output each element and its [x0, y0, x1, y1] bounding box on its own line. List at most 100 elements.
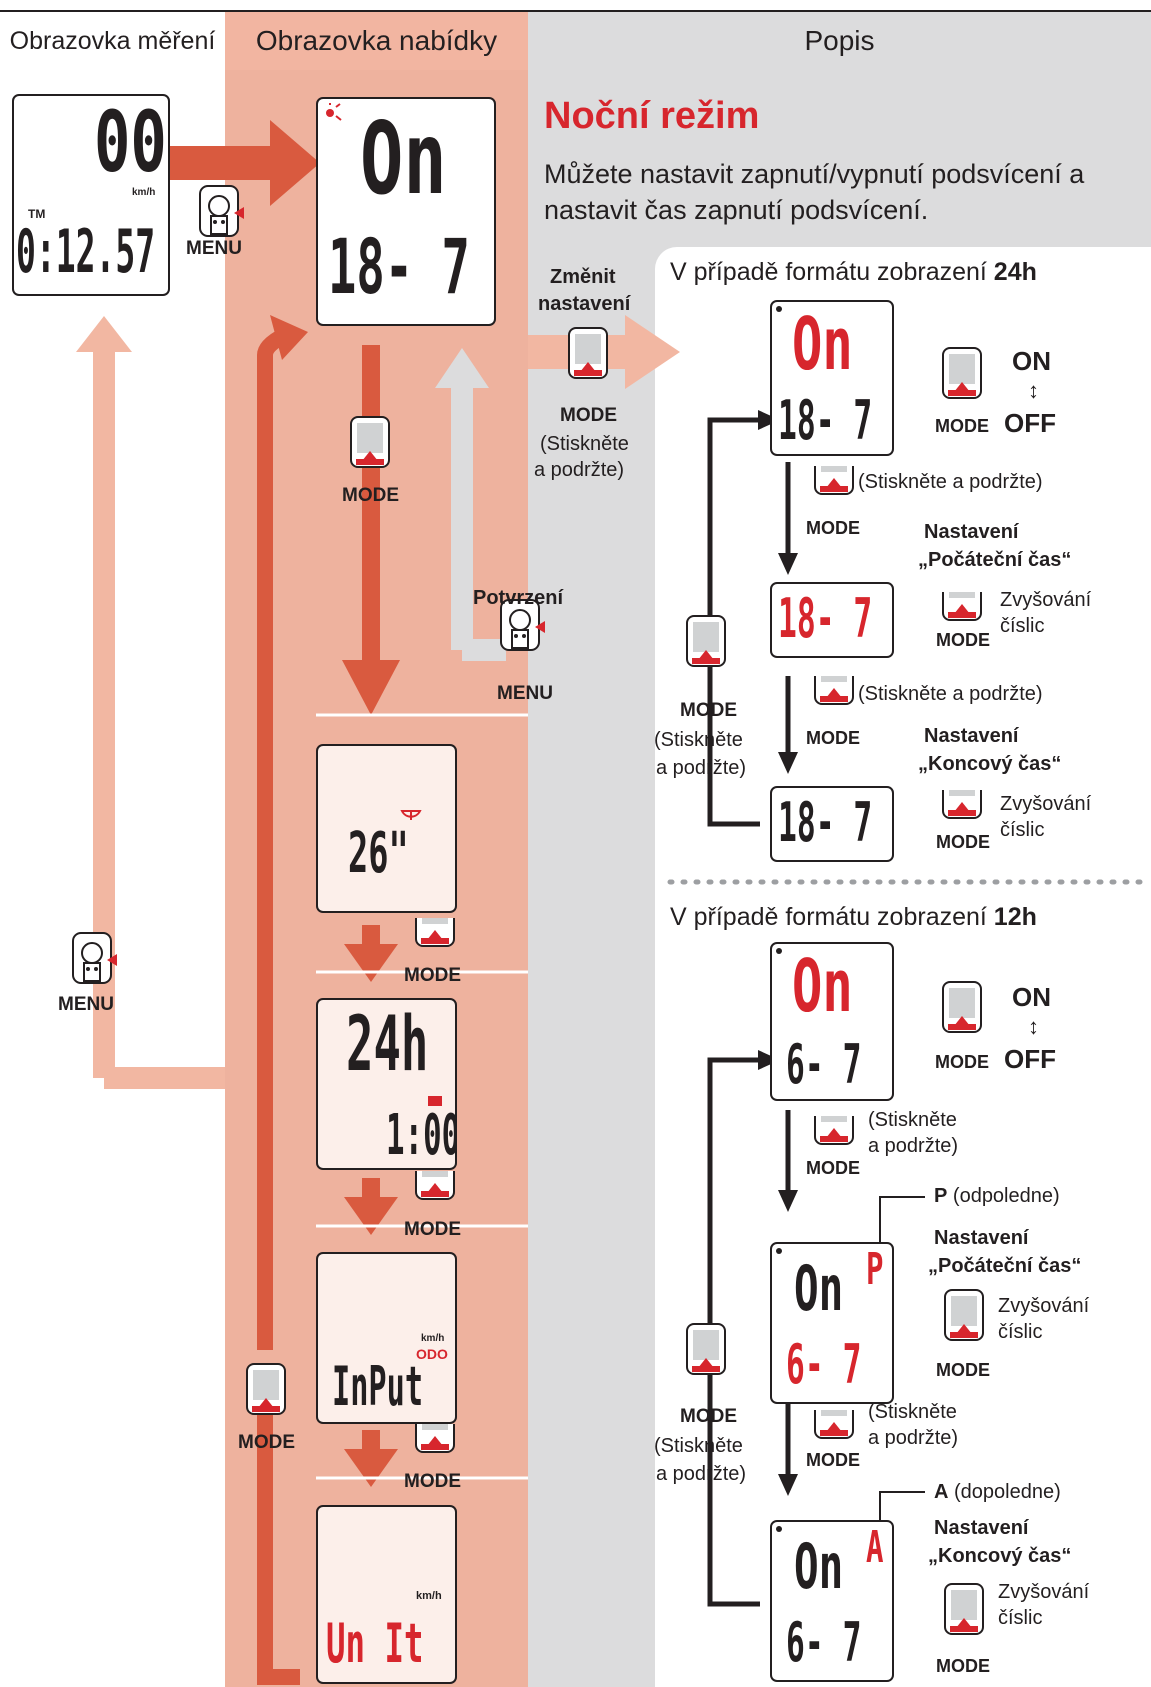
header-description: Popis	[528, 12, 1151, 70]
main-arrow-shaft	[170, 146, 275, 180]
mode-label-1: MODE	[342, 485, 399, 506]
mode-device-icon-2	[413, 918, 459, 950]
menu-device-icon-2	[497, 598, 547, 654]
mode-label-18: MODE	[680, 1406, 737, 1427]
return-path-arrowhead	[76, 316, 132, 352]
confirm-label: Potvrzení	[473, 587, 564, 609]
night-mode-top: On	[360, 100, 447, 217]
change-arrow-head	[625, 315, 680, 389]
on-label-24h: ON	[1012, 346, 1051, 376]
mode-device-icon-14	[812, 1116, 858, 1148]
page-title: Noční režim	[544, 95, 760, 137]
increase-4a: Zvyšování	[998, 1581, 1090, 1603]
hold-label-2a: (Stiskněte	[654, 729, 743, 751]
mode-device-icon-4	[413, 1424, 459, 1456]
measure-speed: 00	[94, 94, 167, 191]
hold-label-3b: a podržte)	[868, 1135, 959, 1157]
mode-label-13: MODE	[935, 1052, 989, 1072]
display-12h-end-top: On	[794, 1530, 844, 1603]
mode-label-11: MODE	[936, 832, 990, 852]
header-measure-screen: Obrazovka měření	[9, 27, 216, 55]
mode-device-icon-3	[413, 1171, 459, 1203]
increase-3b: číslic	[998, 1321, 1043, 1343]
down-arrow-small-1	[344, 944, 398, 982]
return-path-line	[93, 340, 225, 1089]
hold-label-1a: (Stiskněte	[540, 433, 629, 455]
mode-label-12: MODE	[680, 700, 737, 721]
on-label-12h: ON	[1012, 982, 1051, 1012]
display-12h-end-bottom: 6- 7	[786, 1611, 862, 1674]
off-label-12h: OFF	[1004, 1044, 1056, 1074]
increase-2a: Zvyšování	[1000, 793, 1092, 815]
odo-input-text: InPut	[332, 1355, 424, 1418]
unit-display: km/h Un It	[316, 1505, 457, 1684]
odo-input-display: km/h ODO InPut	[316, 1252, 457, 1424]
loop-arrow-head	[270, 315, 308, 360]
mode-label-8: MODE	[806, 518, 860, 538]
display-24h-end: 18- 7	[770, 786, 894, 862]
night-mode-display: On 18- 7	[316, 97, 496, 326]
measure-tm-label: TM	[28, 207, 46, 221]
mode-label-9: MODE	[936, 630, 990, 650]
hold-label-2b: a podržte)	[656, 757, 747, 779]
wheel-size-display: 26"	[316, 744, 457, 913]
display-12h-on-bottom: 6- 7	[786, 1033, 862, 1096]
hold-inline-2: (Stiskněte a podržte)	[858, 683, 1043, 705]
display-12h-start-bottom: 6- 7	[786, 1333, 862, 1396]
odo-input-unit: km/h	[421, 1333, 445, 1344]
wheel-size-value: 26"	[348, 821, 409, 886]
display-24h-start: 18- 7	[770, 582, 894, 658]
hold-label-4b: a podržte)	[868, 1427, 959, 1449]
backlight-icon	[326, 103, 342, 121]
night-mode-bottom: 18- 7	[328, 222, 470, 311]
increase-2b: číslic	[1000, 819, 1045, 841]
mode-label-3: MODE	[404, 1219, 461, 1240]
mode-device-icon-11	[940, 790, 986, 822]
setting-label-4: Nastavení	[934, 1517, 1029, 1539]
clock-time-value: 1:00	[386, 1103, 457, 1168]
menu-device-icon-1	[196, 184, 246, 240]
hold-label-1b: a podržte)	[534, 459, 625, 481]
display-24h-end-value: 18- 7	[778, 791, 873, 854]
menu-label-1: MENU	[186, 238, 242, 259]
mode-device-icon-1	[348, 415, 394, 471]
display-12h-start: On P 6- 7	[770, 1242, 894, 1404]
updown-arrow-24h: ↕	[1028, 378, 1039, 403]
mode-device-icon-16	[812, 1410, 858, 1442]
display-12h-on: On 6- 7	[770, 942, 894, 1101]
display-24h-on-top: On	[792, 302, 853, 386]
mode-button-icon	[350, 416, 390, 468]
page-description: Můžete nastavit zapnutí/vypnutí podsvíce…	[544, 159, 1085, 226]
mode-label-16: MODE	[806, 1450, 860, 1470]
increase-1b: číslic	[1000, 615, 1045, 637]
hold-label-3a: (Stiskněte	[868, 1109, 957, 1131]
setting-label-3: Nastavení	[934, 1227, 1029, 1249]
hold-label-5a: (Stiskněte	[654, 1435, 743, 1457]
menu-device-icon-3	[69, 931, 119, 987]
top-rule	[0, 10, 1151, 12]
increase-1a: Zvyšování	[1000, 589, 1092, 611]
updown-arrow-12h: ↕	[1028, 1014, 1039, 1039]
mode-device-icon-17	[942, 1582, 988, 1638]
display-24h-start-value: 18- 7	[778, 587, 873, 650]
unit-display-unit: km/h	[416, 1590, 442, 1602]
main-arrow-head	[270, 120, 320, 206]
hold-label-5b: a podržte)	[656, 1463, 747, 1485]
mode-label-17: MODE	[936, 1656, 990, 1676]
down-arrow-small-2	[344, 1197, 398, 1235]
measure-speed-unit: km/h	[132, 187, 156, 198]
end-time-label-1: „Koncový čas“	[918, 753, 1062, 775]
settings-panel	[655, 247, 1151, 1687]
pm-label: P (odpoledne)	[934, 1185, 1060, 1207]
setting-label-2: Nastavení	[924, 725, 1019, 747]
mode-label-15: MODE	[936, 1360, 990, 1380]
mode-label-5: MODE	[238, 1432, 295, 1453]
change-settings-line1: Změnit	[550, 266, 616, 288]
off-label-24h: OFF	[1004, 408, 1056, 438]
mode-label-7: MODE	[935, 416, 989, 436]
section-12h-title: V případě formátu zobrazení 12h	[670, 903, 1037, 931]
mode-device-icon-10	[812, 676, 858, 708]
mode-label-14: MODE	[806, 1158, 860, 1178]
hold-inline-1: (Stiskněte a podržte)	[858, 471, 1043, 493]
